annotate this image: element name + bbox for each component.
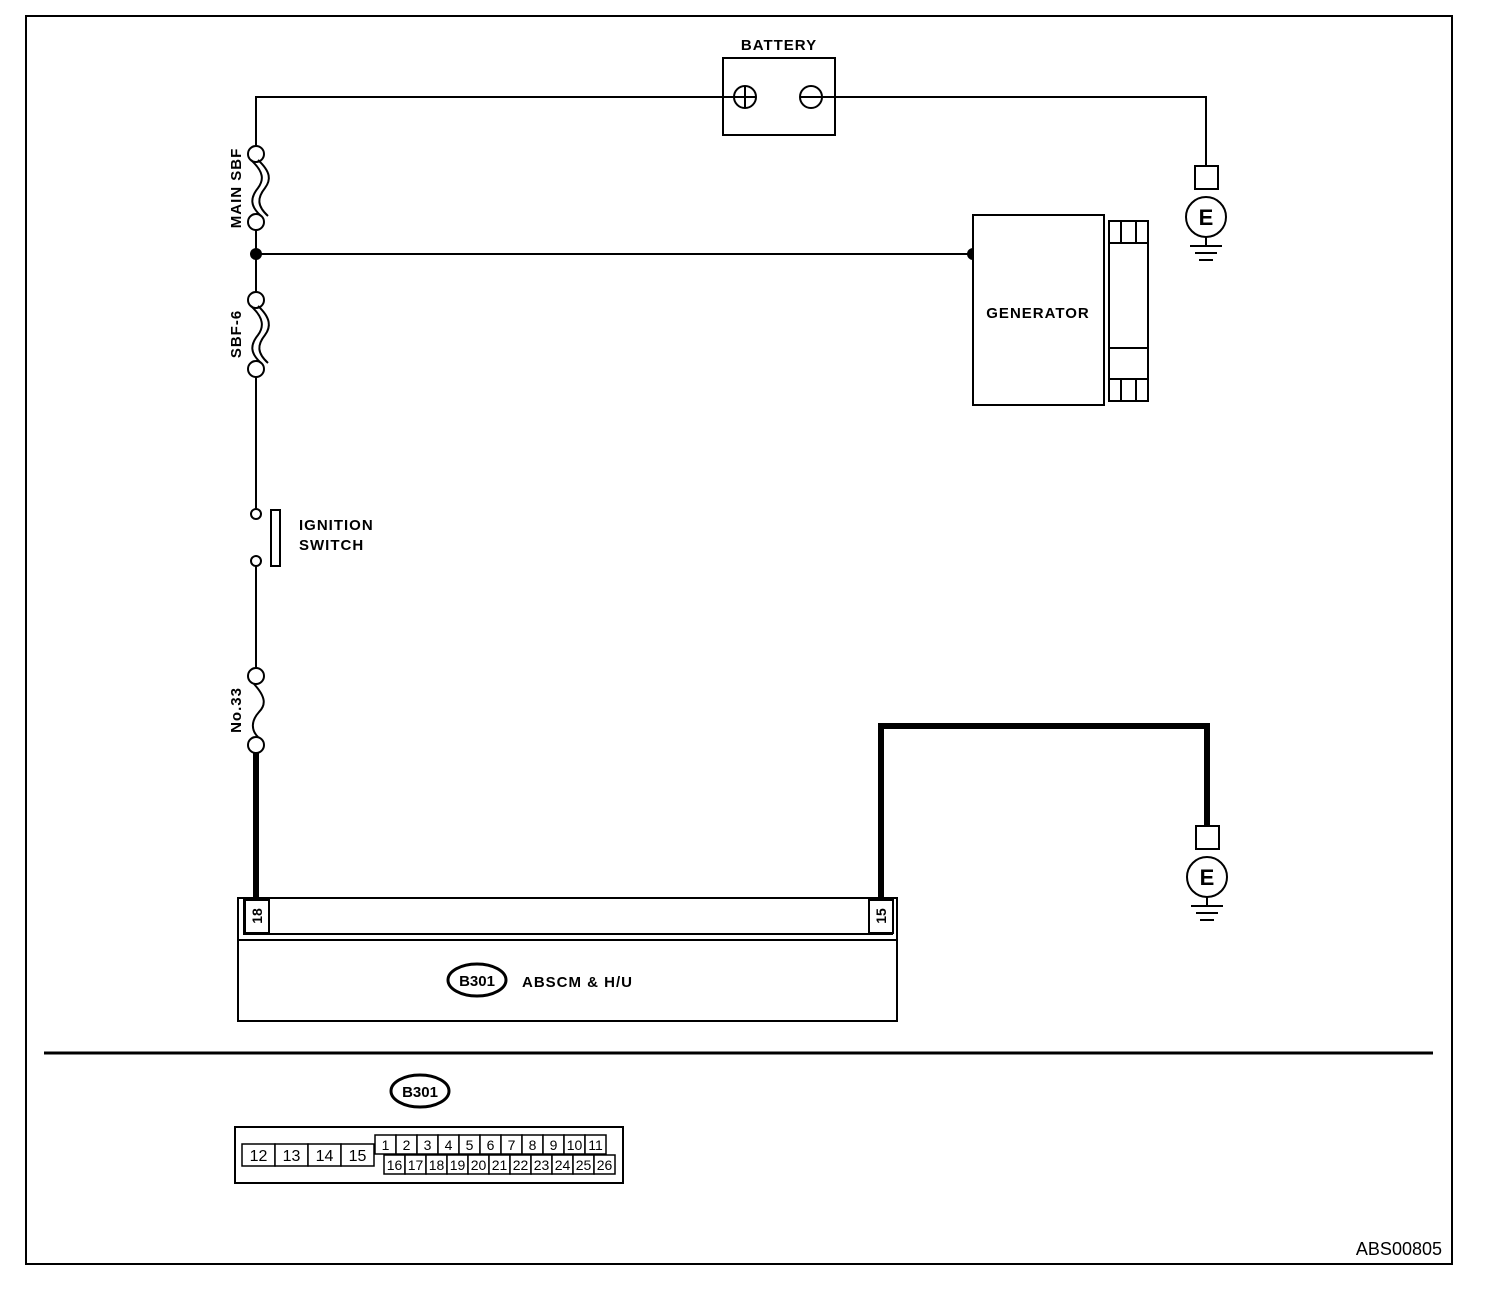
- connector-pin-label: 5: [466, 1137, 474, 1153]
- connector-pin: 9: [542, 1134, 565, 1155]
- ground-label: E: [1199, 205, 1214, 230]
- main-sbf-fuse: [247, 145, 270, 231]
- abscm-module: [237, 897, 898, 1022]
- pin-18-box: [244, 899, 270, 934]
- connector-pinout-badge: [389, 1073, 451, 1109]
- connector-pin: 18: [425, 1154, 448, 1175]
- pin-15-label: 15: [873, 908, 889, 924]
- connector-pin-label: 14: [316, 1148, 334, 1165]
- wire-pin15-to-ground: [878, 723, 1210, 898]
- connector-pin: 13: [274, 1143, 309, 1167]
- connector-pin-label: 18: [429, 1157, 445, 1173]
- connector-pin: 5: [458, 1134, 481, 1155]
- generator-pulley: [1108, 220, 1149, 402]
- diagram-frame: [25, 15, 1453, 1265]
- connector-pin-label: 19: [450, 1157, 466, 1173]
- generator-label: GENERATOR: [986, 305, 1089, 322]
- connector-pin: 15: [340, 1143, 375, 1167]
- connector-pin-label: 21: [492, 1157, 508, 1173]
- connector-pin: 21: [488, 1154, 511, 1175]
- connector-pin-label: 17: [408, 1157, 424, 1173]
- wire-battery-positive: [255, 96, 734, 146]
- connector-pin: 7: [500, 1134, 523, 1155]
- connector-pin-label: 11: [588, 1137, 603, 1153]
- connector-pin: 6: [479, 1134, 502, 1155]
- connector-pin: 20: [467, 1154, 490, 1175]
- sbf6-label: SBF-6: [228, 310, 245, 358]
- connector-pin: 8: [521, 1134, 544, 1155]
- ignition-switch: [250, 508, 281, 567]
- connector-id-label: B301: [459, 973, 495, 990]
- connector-pin-label: 20: [471, 1157, 487, 1173]
- connector-pin-label: 8: [529, 1137, 537, 1153]
- battery-positive-terminal: [733, 85, 757, 109]
- pin-15-box: [868, 899, 894, 934]
- connector-id-badge: [446, 962, 508, 998]
- connector-pin: 25: [572, 1154, 595, 1175]
- connector-pin: 12: [241, 1143, 276, 1167]
- connector-pin: 14: [307, 1143, 342, 1167]
- connector-pin-label: 25: [576, 1157, 592, 1173]
- connector-pin-label: 7: [508, 1137, 516, 1153]
- ignition-switch-label-line2: SWITCH: [299, 537, 364, 554]
- connector-pin-label: 22: [513, 1157, 529, 1173]
- connector-pin: 16: [383, 1154, 406, 1175]
- pin-18-label: 18: [249, 908, 265, 924]
- connector-pin: 11: [584, 1134, 607, 1155]
- connector-pin-label: 3: [424, 1137, 432, 1153]
- connector-pin-label: 15: [349, 1148, 367, 1165]
- connector-pin-label: 9: [550, 1137, 558, 1153]
- connector-pin: 26: [593, 1154, 616, 1175]
- main-sbf-label: MAIN SBF: [228, 148, 245, 229]
- connector-pin-label: 16: [387, 1157, 403, 1173]
- sbf6-fuse: [247, 291, 270, 378]
- connector-pin-label: 6: [487, 1137, 495, 1153]
- connector-pin: 19: [446, 1154, 469, 1175]
- module-name-label: ABSCM & H/U: [522, 974, 633, 991]
- connector-pin-label: 1: [382, 1137, 390, 1153]
- connector-pin-label: 24: [555, 1157, 571, 1173]
- connector-pin-label: 23: [534, 1157, 550, 1173]
- generator: [972, 214, 1149, 406]
- module-connector-strip: [243, 897, 893, 935]
- ignition-switch-label-line1: IGNITION: [299, 517, 374, 534]
- ground-label: E: [1200, 865, 1215, 890]
- battery: [722, 57, 836, 136]
- connector-pin: 24: [551, 1154, 574, 1175]
- connector-pin-label: 10: [567, 1137, 583, 1153]
- connector-pin-label: 13: [283, 1148, 301, 1165]
- fuse-33: [247, 667, 265, 754]
- connector-pin-label: 12: [250, 1148, 268, 1165]
- connector-pin-label: 4: [445, 1137, 453, 1153]
- connector-pin: 3: [416, 1134, 439, 1155]
- connector-pinout-id: B301: [402, 1084, 438, 1101]
- ground-icon: [1185, 165, 1227, 261]
- connector-pin: 22: [509, 1154, 532, 1175]
- reference-code: ABS00805: [1356, 1239, 1442, 1259]
- connector-pin: 2: [395, 1134, 418, 1155]
- connector-pin: 1: [374, 1134, 397, 1155]
- connector-pin: 4: [437, 1134, 460, 1155]
- battery-label: BATTERY: [741, 37, 817, 54]
- connector-pin: 23: [530, 1154, 553, 1175]
- fuse-33-label: No.33: [228, 687, 245, 733]
- wire-battery-negative: [822, 96, 1207, 166]
- connector-pin-label: 2: [403, 1137, 411, 1153]
- connector-pin-label: 26: [597, 1157, 613, 1173]
- ground-icon: [1186, 825, 1228, 921]
- connector-pin: 17: [404, 1154, 427, 1175]
- connector-pin: 10: [563, 1134, 586, 1155]
